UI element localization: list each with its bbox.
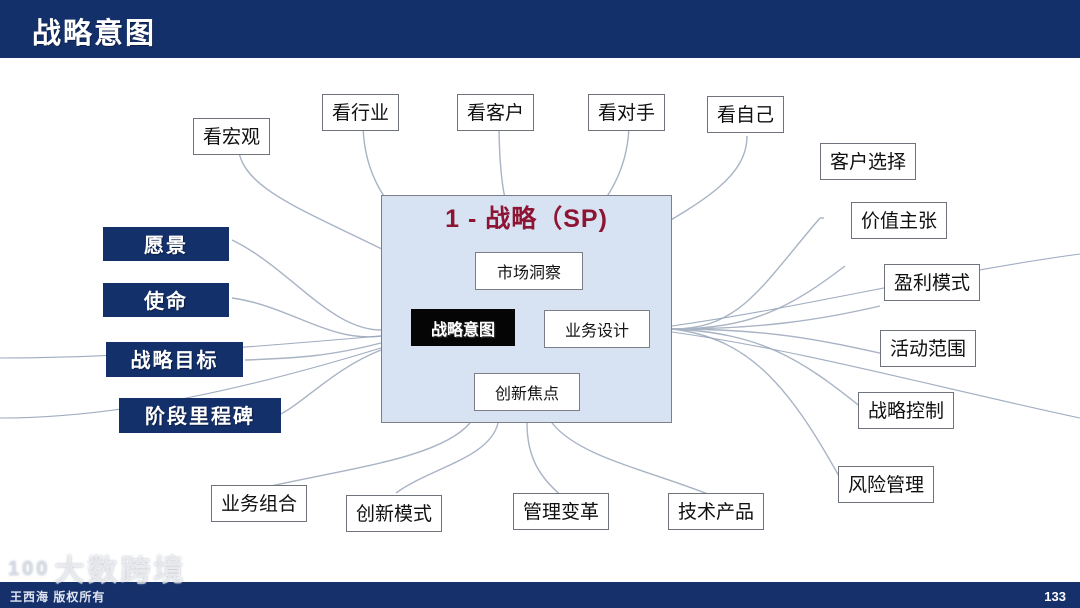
label-management-reform[interactable]: 管理变革: [513, 493, 610, 530]
inner-box-business-design[interactable]: 业务设计: [544, 310, 650, 348]
label-value-proposition[interactable]: 价值主张: [851, 202, 948, 239]
label-business-portfolio[interactable]: 业务组合: [211, 485, 308, 522]
label-customer[interactable]: 看客户: [457, 94, 535, 131]
label-activity-scope[interactable]: 活动范围: [880, 330, 977, 367]
label-self[interactable]: 看自己: [707, 96, 785, 133]
label-milestone[interactable]: 阶段里程碑: [119, 398, 281, 433]
central-panel-title: 1 - 战略（SP): [445, 205, 608, 233]
label-innovation-mode[interactable]: 创新模式: [346, 495, 443, 532]
label-strategic-goal[interactable]: 战略目标: [106, 342, 243, 377]
label-mission[interactable]: 使命: [103, 283, 229, 317]
label-risk-management[interactable]: 风险管理: [838, 466, 935, 503]
page-number: 133: [1044, 589, 1066, 604]
label-profit-model[interactable]: 盈利模式: [884, 264, 981, 301]
label-customer-selection[interactable]: 客户选择: [820, 143, 917, 180]
page-title: 战略意图: [32, 18, 157, 50]
label-technology-product[interactable]: 技术产品: [668, 493, 765, 530]
label-vision[interactable]: 愿景: [103, 227, 229, 261]
copyright-notice: 王西海 版权所有: [10, 590, 106, 604]
label-industry[interactable]: 看行业: [322, 94, 400, 131]
inner-box-strategic-intent[interactable]: 战略意图: [411, 309, 515, 346]
label-strategic-control[interactable]: 战略控制: [858, 392, 955, 429]
slide-footer: 133: [0, 582, 1080, 608]
label-competitor[interactable]: 看对手: [588, 94, 666, 131]
inner-box-innovation-focus[interactable]: 创新焦点: [474, 373, 580, 411]
inner-box-market-insight[interactable]: 市场洞察: [475, 252, 583, 290]
slide-header: 战略意图: [0, 0, 1080, 58]
label-macro[interactable]: 看宏观: [193, 118, 271, 155]
